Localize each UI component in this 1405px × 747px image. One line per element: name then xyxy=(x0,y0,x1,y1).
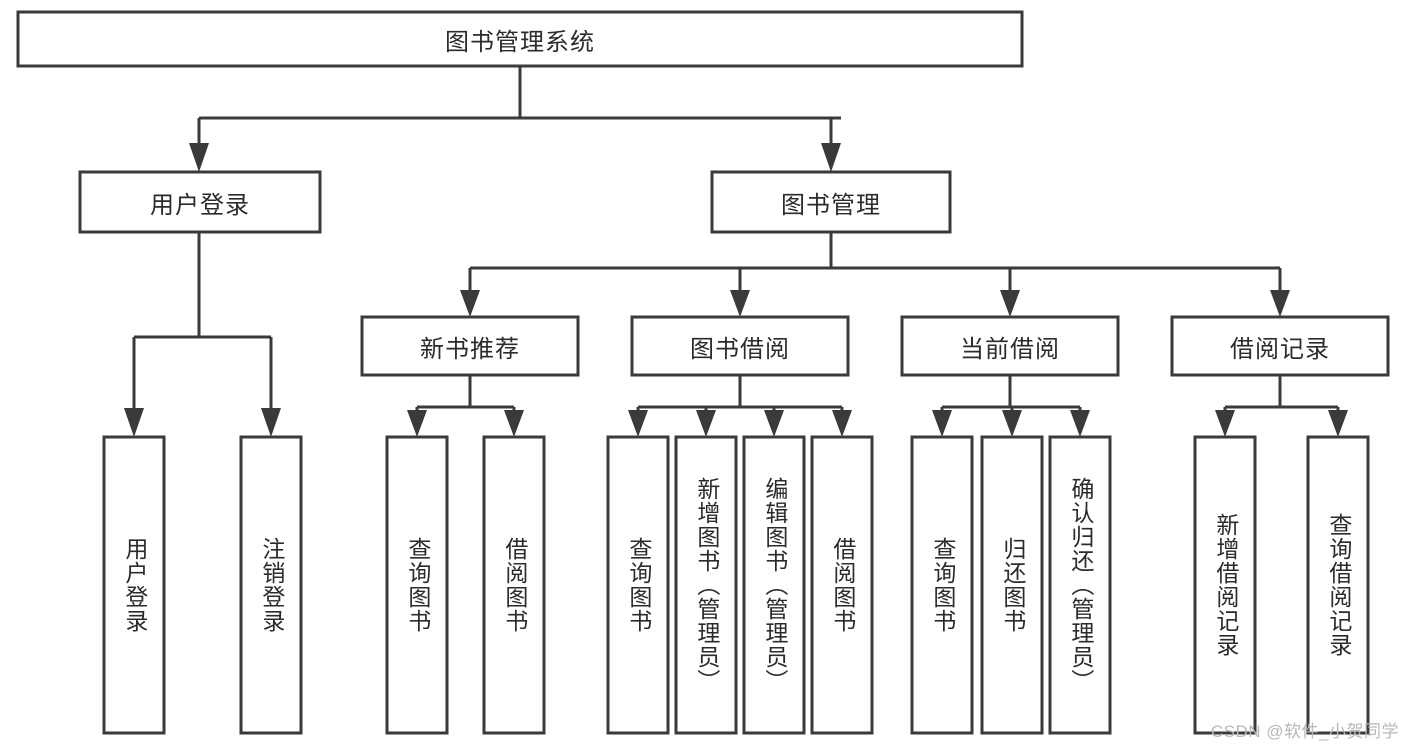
node-box-current-borrow[interactable] xyxy=(900,315,1120,377)
leaf-box-newbook-query[interactable] xyxy=(385,435,449,735)
arrow-head-newbook xyxy=(460,290,480,317)
leaf-box-record-query[interactable] xyxy=(1306,435,1370,735)
arrow-head-record-query xyxy=(1328,410,1348,437)
arrow-head-borrow xyxy=(730,290,750,317)
leaf-box-current-query[interactable] xyxy=(910,435,974,735)
arrow-head-user-login xyxy=(189,143,209,172)
arrow-head-borrow-query xyxy=(628,410,648,437)
leaf-box-current-return[interactable] xyxy=(980,435,1044,735)
csdn-watermark: CSDN @软件_小贺同学 xyxy=(1210,722,1399,741)
leaf-box-logout[interactable] xyxy=(239,435,303,735)
leaf-box-newbook-borrow[interactable] xyxy=(482,435,546,735)
edge-group-newbook xyxy=(407,375,524,437)
edge-group-record xyxy=(1215,375,1348,437)
arrow-head-borrow-lend xyxy=(832,410,852,437)
edge-group-borrow xyxy=(628,375,852,437)
arrow-head-current-confirm xyxy=(1070,410,1090,437)
edge-group-root xyxy=(189,66,841,172)
node-box-book-management[interactable] xyxy=(710,170,952,234)
arrow-head-leaf-logout xyxy=(261,408,281,437)
edge-group-user-login xyxy=(124,232,281,437)
arrow-head-current xyxy=(1000,290,1020,317)
arrow-head-record-add xyxy=(1215,410,1235,437)
arrow-head-leaf-user-login xyxy=(124,408,144,437)
arrow-head-newbook-borrow xyxy=(504,410,524,437)
edge-group-book-mgmt xyxy=(460,232,1290,317)
node-box-book-borrow[interactable] xyxy=(630,315,850,377)
arrow-head-borrow-edit xyxy=(764,410,784,437)
leaf-box-user-login[interactable] xyxy=(102,435,166,735)
node-box-root[interactable] xyxy=(16,10,1024,68)
leaf-box-borrow-query[interactable] xyxy=(606,435,670,735)
arrow-head-current-query xyxy=(932,410,952,437)
leaf-box-borrow-lend[interactable] xyxy=(810,435,874,735)
leaf-box-borrow-edit[interactable] xyxy=(742,435,806,735)
node-box-new-book-recommend[interactable] xyxy=(360,315,580,377)
arrow-head-borrow-add xyxy=(696,410,716,437)
leaf-box-record-add[interactable] xyxy=(1193,435,1257,735)
leaf-box-borrow-add[interactable] xyxy=(674,435,738,735)
node-box-user-login[interactable] xyxy=(78,170,322,234)
node-box-borrow-record[interactable] xyxy=(1170,315,1390,377)
arrow-head-record xyxy=(1270,290,1290,317)
leaf-box-current-confirm[interactable] xyxy=(1048,435,1112,735)
arrow-head-newbook-query xyxy=(407,410,427,437)
arrow-head-book-mgmt xyxy=(821,143,841,172)
arrow-head-current-return xyxy=(1002,410,1022,437)
edge-group-current xyxy=(932,375,1090,437)
